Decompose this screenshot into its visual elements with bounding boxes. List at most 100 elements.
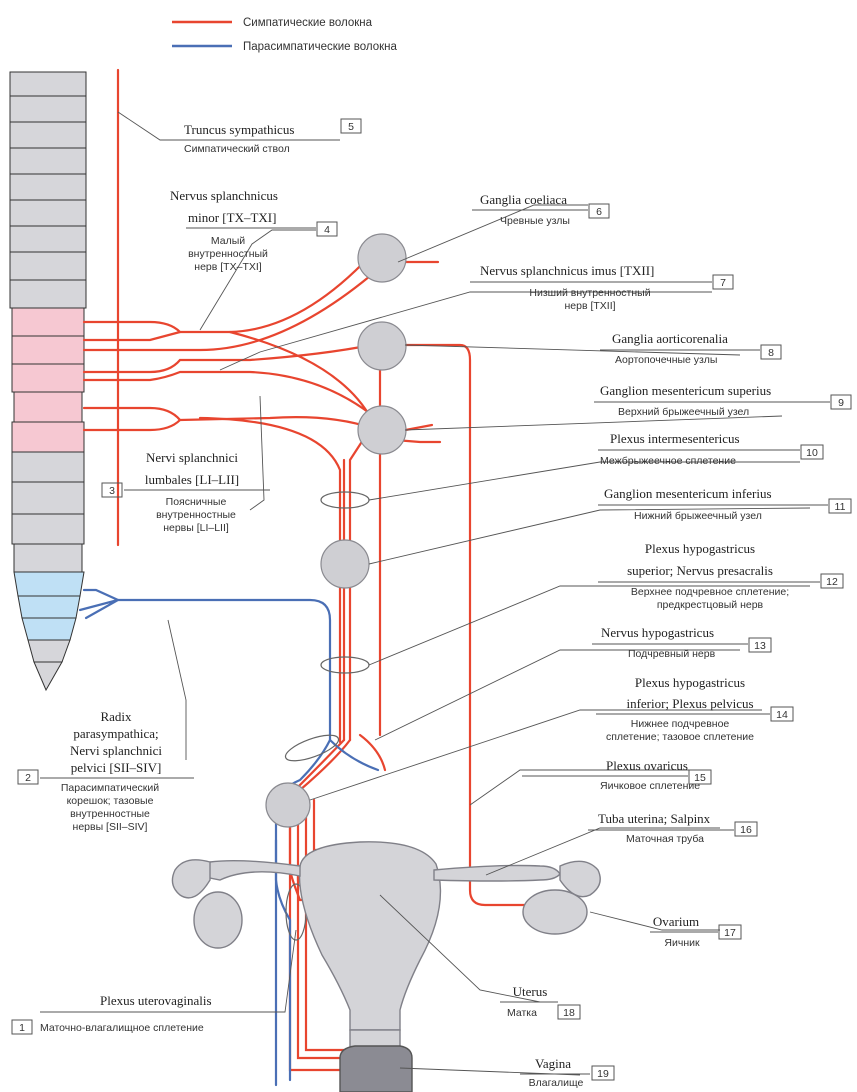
- reproductive-organs: [172, 842, 600, 1092]
- label-1-latin: Plexus uterovaginalis: [100, 993, 212, 1008]
- label-7-russian-1: Низший внутренностный: [529, 287, 650, 299]
- superior-mesenteric-ganglion: [358, 406, 406, 454]
- label-18: Uterus Матка 18: [500, 984, 580, 1019]
- label-10-latin: Plexus intermesentericus: [610, 431, 740, 446]
- label-4: Nervus splanchnicus minor [TX–TXI] 4 Мал…: [170, 188, 337, 273]
- vertebrae: [10, 72, 86, 690]
- label-19-number: 19: [597, 1068, 609, 1080]
- label-8: Ganglia aorticorenalia Аортопочечные узл…: [600, 331, 781, 366]
- ovary-right: [523, 890, 587, 934]
- fallopian-tube-right: [434, 866, 560, 882]
- label-11-latin: Ganglion mesentericum inferius: [604, 486, 772, 501]
- label-1-number: 1: [19, 1022, 25, 1034]
- label-13-russian: Подчревный нерв: [628, 648, 716, 660]
- label-7-latin: Nervus splanchnicus imus [TXII]: [480, 263, 654, 278]
- label-3-number: 3: [109, 485, 115, 497]
- ganglia: [266, 234, 406, 940]
- label-11-russian: Нижний брыжеечный узел: [634, 510, 762, 522]
- label-9-russian: Верхний брыжеечный узел: [618, 406, 749, 418]
- label-5: Truncus sympathicus Симпатический ствол …: [180, 119, 361, 155]
- label-14-latin-2: inferior; Plexus pelvicus: [626, 696, 753, 711]
- label-2-latin-2: parasympathica;: [73, 726, 158, 741]
- label-2-latin-1: Radix: [100, 709, 132, 724]
- label-2-russian-4: нервы [SII–SIV]: [73, 821, 148, 833]
- label-15: Plexus ovaricus Яичковое сплетение 15: [522, 758, 711, 792]
- vagina: [340, 1046, 412, 1092]
- label-17-number: 17: [724, 927, 736, 939]
- label-12-russian-1: Верхнее подчревное сплетение;: [631, 586, 789, 598]
- label-3-latin-2: lumbales [LI–LII]: [145, 472, 239, 487]
- label-4-russian-3: нерв [TX–TXI]: [194, 261, 261, 273]
- label-12-number: 12: [826, 576, 838, 588]
- label-19: Vagina Влагалище 19: [520, 1056, 614, 1089]
- label-8-number: 8: [768, 347, 774, 359]
- label-2: Radix parasympathica; Nervi splanchnici …: [18, 709, 194, 833]
- label-8-russian: Аортопочечные узлы: [615, 354, 717, 366]
- label-9-latin: Ganglion mesentericum superius: [600, 383, 771, 398]
- label-9: Ganglion mesentericum superius Верхний б…: [594, 383, 851, 418]
- label-13: Nervus hypogastricus Подчревный нерв 13: [592, 625, 771, 660]
- legend-sympathetic-label: Симпатические волокна: [243, 17, 373, 29]
- label-12-latin-1: Plexus hypogastricus: [645, 541, 755, 556]
- label-1-russian: Маточно-влагалищное сплетение: [40, 1022, 204, 1034]
- label-8-latin: Ganglia aorticorenalia: [612, 331, 728, 346]
- label-7: Nervus splanchnicus imus [TXII] 7 Низший…: [470, 263, 733, 312]
- celiac-ganglion: [358, 234, 406, 282]
- label-14-russian-2: сплетение; тазовое сплетение: [606, 731, 754, 743]
- label-17-latin: Ovarium: [653, 914, 699, 929]
- fallopian-tube-left: [208, 861, 301, 880]
- label-3-russian-2: внутренностные: [156, 509, 236, 521]
- label-14: Plexus hypogastricus inferior; Plexus pe…: [596, 675, 793, 743]
- label-4-number: 4: [324, 224, 330, 236]
- label-14-latin-1: Plexus hypogastricus: [635, 675, 745, 690]
- label-5-latin: Truncus sympathicus: [184, 122, 294, 137]
- label-14-number: 14: [776, 709, 788, 721]
- label-6-latin: Ganglia coeliaca: [480, 192, 567, 207]
- label-2-latin-4: pelvici [SII–SIV]: [71, 760, 162, 775]
- label-3: Nervi splanchnici lumbales [LI–LII] 3 По…: [102, 450, 270, 534]
- label-4-latin-2: minor [TX–TXI]: [188, 210, 276, 225]
- inferior-hypogastric-ganglion: [266, 783, 310, 827]
- label-13-number: 13: [754, 640, 766, 652]
- label-7-russian-2: нерв [TXII]: [564, 300, 615, 312]
- legend: Симпатические волокна Парасимпатические …: [172, 17, 398, 53]
- label-9-number: 9: [838, 397, 844, 409]
- label-3-russian-3: нервы [LI–LII]: [163, 522, 229, 534]
- label-12-russian-2: предкрестцовый нерв: [657, 599, 764, 611]
- label-1: Plexus uterovaginalis 1 Маточно-влагалищ…: [12, 993, 212, 1034]
- label-16-latin: Tuba uterina; Salpinx: [598, 811, 711, 826]
- label-17: Ovarium Яичник 17: [650, 914, 741, 949]
- label-10-russian: Межбрыжеечное сплетение: [600, 455, 736, 467]
- label-11: Ganglion mesentericum inferius Нижний бр…: [598, 486, 851, 522]
- label-2-russian-1: Парасимпатический: [61, 782, 159, 794]
- label-12-latin-2: superior; Nervus presacralis: [627, 563, 773, 578]
- label-2-latin-3: Nervi splanchnici: [70, 743, 162, 758]
- label-18-latin: Uterus: [513, 984, 548, 999]
- label-11-number: 11: [835, 501, 846, 513]
- label-19-russian: Влагалище: [529, 1077, 584, 1089]
- label-5-russian: Симпатический ствол: [184, 143, 290, 155]
- label-16-number: 16: [740, 824, 752, 836]
- label-6: Ganglia coeliaca Чревные узлы 6: [472, 192, 609, 227]
- label-15-number: 15: [694, 772, 706, 784]
- spinal-column: [4, 72, 86, 690]
- label-2-number: 2: [25, 772, 31, 784]
- label-17-russian: Яичник: [664, 937, 700, 949]
- label-4-russian-2: внутренностный: [188, 248, 268, 260]
- uterus-body: [299, 842, 440, 1030]
- label-15-latin: Plexus ovaricus: [606, 758, 688, 773]
- label-10-number: 10: [806, 447, 818, 459]
- label-5-number: 5: [348, 121, 354, 133]
- label-6-number: 6: [596, 206, 602, 218]
- fimbriae-left: [172, 860, 210, 898]
- legend-parasympathetic-label: Парасимпатические волокна: [243, 41, 398, 53]
- aorticorenal-ganglion: [358, 322, 406, 370]
- label-2-russian-2: корешок; тазовые: [67, 795, 154, 807]
- label-12: Plexus hypogastricus superior; Nervus pr…: [598, 541, 843, 611]
- label-2-russian-3: внутренностные: [70, 808, 150, 820]
- label-13-latin: Nervus hypogastricus: [601, 625, 714, 640]
- ovary-left: [194, 892, 242, 948]
- parasympathetic-fibers: [80, 590, 378, 1085]
- label-14-russian-1: Нижнее подчревное: [631, 718, 730, 730]
